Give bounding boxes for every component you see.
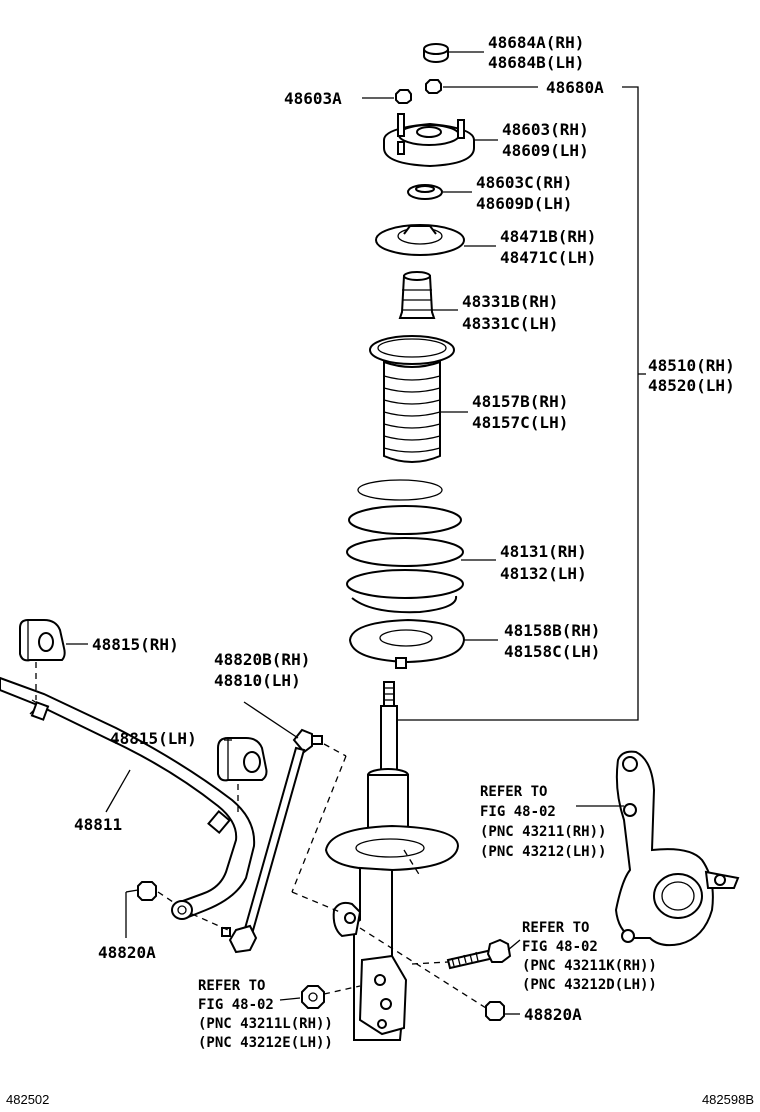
ref-bolt-line1: REFER TO <box>522 920 589 936</box>
label-assy-lh: 48520(LH) <box>648 376 735 395</box>
part-labels: 48684A(RH) 48684B(LH) 48603A 48680A 4860… <box>74 33 735 1024</box>
ref-knuckle-line3: (PNC 43211(RH)) <box>480 824 606 840</box>
label-nut-48680a: 48680A <box>546 78 604 97</box>
knuckle-bolt <box>446 938 512 970</box>
bearing <box>407 184 443 200</box>
label-nut-left: 48820A <box>98 943 156 962</box>
bump-stopper <box>398 271 436 319</box>
ref-lower-line2: FIG 48-02 <box>198 997 274 1013</box>
ref-bolt-line4: (PNC 43212D(LH)) <box>522 977 657 993</box>
label-bump-rh: 48331B(RH) <box>462 292 558 311</box>
nut-48820a-right <box>485 1001 505 1021</box>
label-lower-ins-lh: 48158C(LH) <box>504 642 600 661</box>
ref-knuckle-line4: (PNC 43212(LH)) <box>480 844 606 860</box>
label-mount-lh: 48609(LH) <box>502 141 589 160</box>
ref-bolt-line2: FIG 48-02 <box>522 939 598 955</box>
ref-knuckle-line1: REFER TO <box>480 784 547 800</box>
footer: 482502 482598B <box>6 1092 754 1107</box>
shock-absorber <box>324 681 460 1041</box>
label-spring-lh: 48132(LH) <box>500 564 587 583</box>
label-assy-rh: 48510(RH) <box>648 356 735 375</box>
label-cap-rh: 48684A(RH) <box>488 33 584 52</box>
label-mount-rh: 48603(RH) <box>502 120 589 139</box>
ref-lower-line3: (PNC 43211L(RH)) <box>198 1016 333 1032</box>
stabilizer-bushing-lh <box>217 737 268 782</box>
label-bearing-lh: 48609D(LH) <box>476 194 572 213</box>
label-upper-seat-lh: 48471C(LH) <box>500 248 596 267</box>
stabilizer-bar <box>0 676 256 920</box>
lower-insulator <box>348 618 466 669</box>
stabilizer-bushing-rh <box>19 619 66 662</box>
label-nut-48603a: 48603A <box>284 89 342 108</box>
upper-support-mount <box>383 113 475 168</box>
label-link-rh: 48820B(RH) <box>214 650 310 669</box>
steering-knuckle <box>614 750 740 947</box>
label-bearing-rh: 48603C(RH) <box>476 173 572 192</box>
label-upper-seat-rh: 48471B(RH) <box>500 227 596 246</box>
footer-right-code: 482598B <box>702 1092 754 1107</box>
reference-notes: REFER TO FIG 48-02 (PNC 43211(RH)) (PNC … <box>198 784 657 1051</box>
nut-48680a <box>425 79 442 94</box>
label-spring-rh: 48131(RH) <box>500 542 587 561</box>
label-bush-rh: 48815(RH) <box>92 635 179 654</box>
coil-spring <box>346 479 464 614</box>
nut-48820a-left <box>137 881 157 901</box>
dust-cap <box>423 43 449 63</box>
leader-lines <box>66 51 646 1015</box>
ref-bolt-line3: (PNC 43211K(RH)) <box>522 958 657 974</box>
label-lower-ins-rh: 48158B(RH) <box>504 621 600 640</box>
strut-lower-nut <box>301 985 325 1009</box>
label-bump-lh: 48331C(LH) <box>462 314 558 333</box>
label-bush-lh: 48815(LH) <box>110 729 197 748</box>
nut-48603a <box>395 89 412 104</box>
label-nut-right: 48820A <box>524 1005 582 1024</box>
label-boot-rh: 48157B(RH) <box>472 392 568 411</box>
bellows-boot <box>369 335 455 463</box>
stabilizer-link <box>221 728 323 954</box>
ref-lower-line1: REFER TO <box>198 978 265 994</box>
label-link-lh: 48810(LH) <box>214 671 301 690</box>
label-cap-lh: 48684B(LH) <box>488 53 584 72</box>
upper-spring-seat <box>375 224 465 256</box>
label-stab-bar: 48811 <box>74 815 122 834</box>
ref-knuckle-line2: FIG 48-02 <box>480 804 556 820</box>
footer-left-code: 482502 <box>6 1092 49 1107</box>
ref-lower-line4: (PNC 43212E(LH)) <box>198 1035 333 1051</box>
label-boot-lh: 48157C(LH) <box>472 413 568 432</box>
dashed-alignment-lines <box>35 662 487 1009</box>
